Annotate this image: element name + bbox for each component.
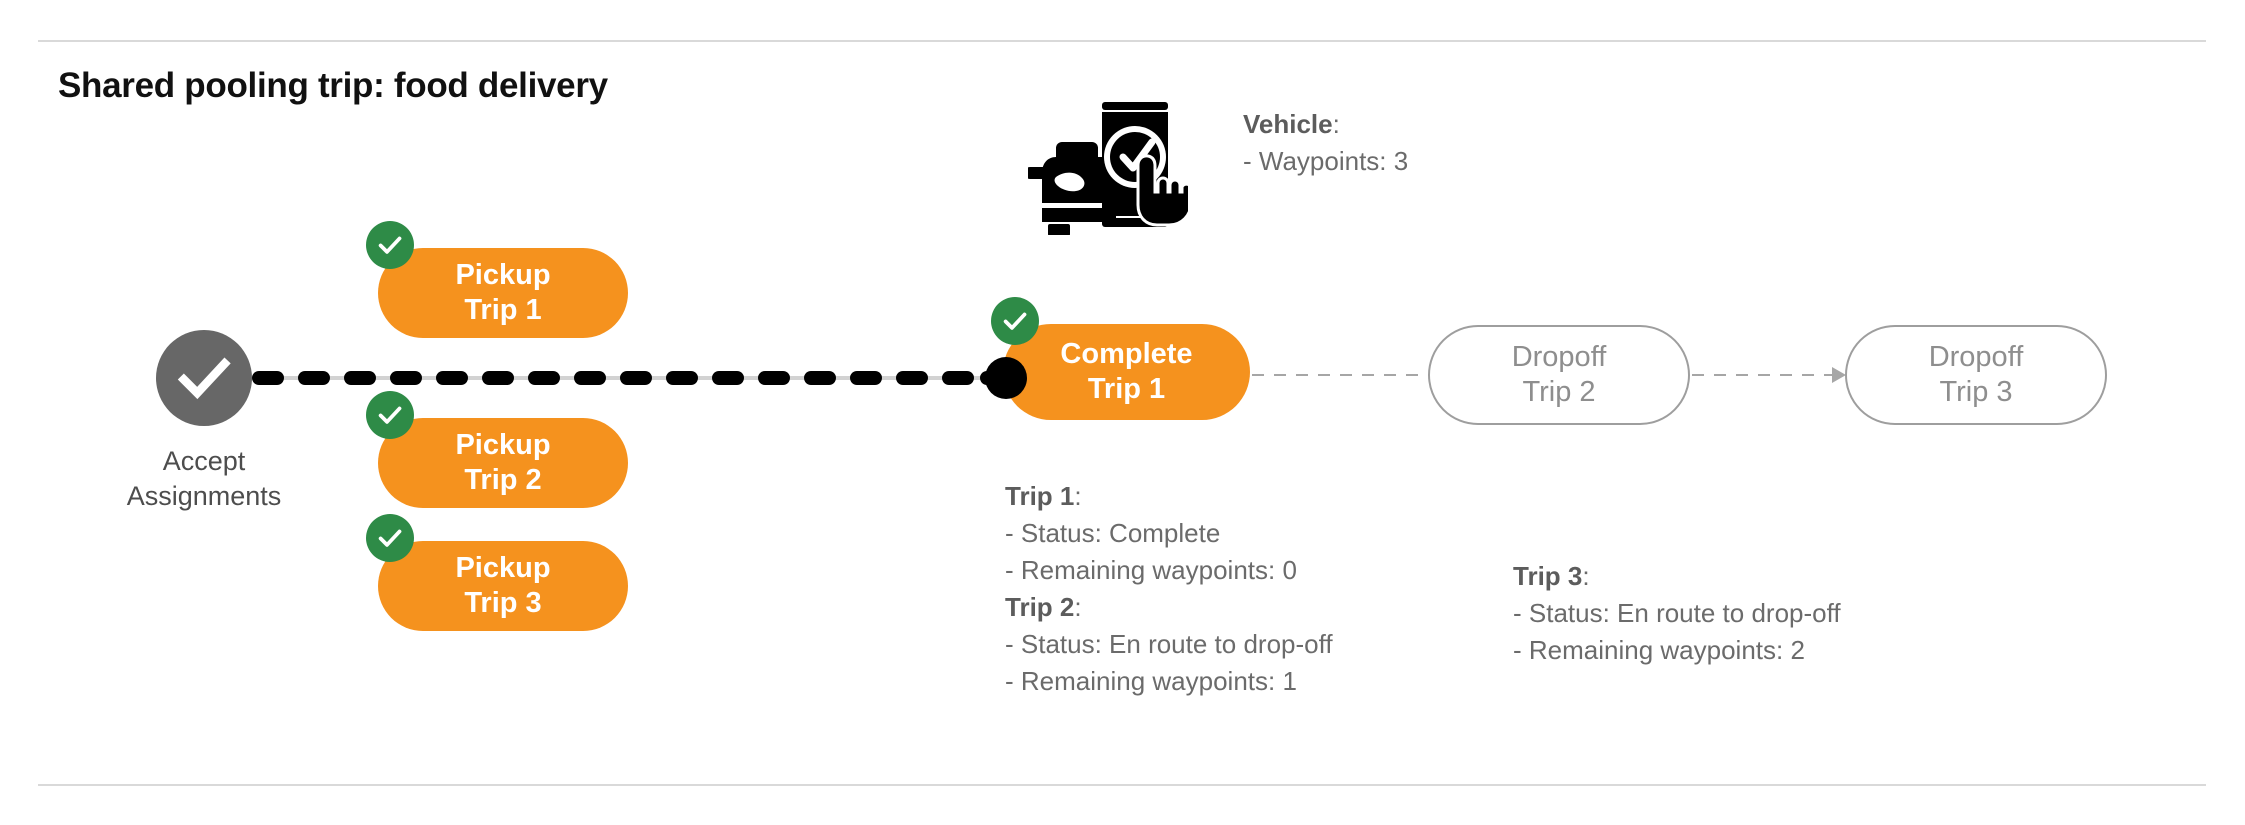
annotation-vehicle: Vehicle: - Waypoints: 3: [1243, 106, 1408, 180]
edge-dashes: [1252, 374, 1428, 376]
edge-accept-to-complete: [252, 371, 1012, 385]
node-complete-1-line1: Complete: [1060, 338, 1193, 371]
annotation-trip3-row-1: - Remaining waypoints: 2: [1513, 634, 1805, 665]
node-dropoff-3-line1: Dropoff: [1928, 341, 2024, 374]
edge-complete-to-dropoff-2: [1252, 374, 1428, 376]
edge-dashes: [1692, 374, 1844, 376]
edge-junction-dot: [985, 357, 1027, 399]
node-complete-1-line2: Trip 1: [1087, 373, 1166, 405]
node-pickup-2-line1: Pickup: [455, 429, 551, 462]
check-badge-pickup-1: [366, 221, 414, 269]
node-accept-assignments[interactable]: [156, 330, 252, 426]
node-pickup-3-line1: Pickup: [455, 552, 551, 585]
check-badge-pickup-3: [366, 514, 414, 562]
annotation-trip1-row-0: - Status: Complete: [1005, 517, 1221, 548]
node-pickup-trip-3[interactable]: Pickup Trip 3: [378, 541, 628, 631]
bottom-divider: [38, 784, 2206, 786]
edge-dropoff-2-to-dropoff-3: [1692, 367, 1846, 383]
annotation-trip1-heading: Trip 1:: [1005, 481, 1082, 511]
page-title: Shared pooling trip: food delivery: [58, 66, 608, 105]
node-pickup-trip-2[interactable]: Pickup Trip 2: [378, 418, 628, 508]
annotation-trip2-row-1: - Remaining waypoints: 1: [1005, 665, 1297, 696]
check-badge-complete-1: [991, 297, 1039, 345]
annotation-trip1-row-1: - Remaining waypoints: 0: [1005, 554, 1297, 585]
check-circle-icon: [173, 347, 235, 409]
annotation-vehicle-heading: Vehicle:: [1243, 109, 1340, 139]
node-dropoff-trip-2[interactable]: Dropoff Trip 2: [1428, 325, 1690, 425]
annotation-trip-3: Trip 3: - Status: En route to drop-off -…: [1513, 558, 1841, 669]
top-divider: [38, 40, 2206, 42]
node-dropoff-3-line2: Trip 3: [1939, 376, 2013, 408]
node-complete-trip-1[interactable]: Complete Trip 1: [1003, 324, 1250, 420]
annotation-vehicle-row-0: - Waypoints: 3: [1243, 145, 1409, 176]
accept-label-line1: Accept: [162, 446, 246, 476]
node-dropoff-2-line2: Trip 2: [1522, 376, 1596, 408]
node-pickup-3-line2: Trip 3: [464, 587, 542, 619]
node-dropoff-2-line1: Dropoff: [1511, 341, 1607, 374]
annotation-trips-1-2: Trip 1: - Status: Complete - Remaining w…: [1005, 478, 1333, 699]
check-badge-pickup-2: [366, 391, 414, 439]
node-pickup-1-line1: Pickup: [455, 259, 551, 292]
node-pickup-2-line2: Trip 2: [464, 464, 542, 496]
node-pickup-trip-1[interactable]: Pickup Trip 1: [378, 248, 628, 338]
annotation-trip2-heading: Trip 2:: [1005, 591, 1082, 622]
accept-label-line2: Assignments: [126, 481, 282, 512]
node-accept-assignments-label: Accept Assignments: [100, 444, 308, 514]
node-dropoff-trip-3[interactable]: Dropoff Trip 3: [1845, 325, 2107, 425]
node-pickup-1-line2: Trip 1: [464, 294, 542, 326]
annotation-trip3-heading: Trip 3:: [1513, 561, 1590, 591]
annotation-trip2-row-0: - Status: En route to drop-off: [1005, 628, 1333, 659]
arrow-head-icon: [1832, 367, 1846, 383]
annotation-trip3-row-0: - Status: En route to drop-off: [1513, 597, 1841, 628]
vehicle-phone-check-icon: [1028, 85, 1188, 235]
